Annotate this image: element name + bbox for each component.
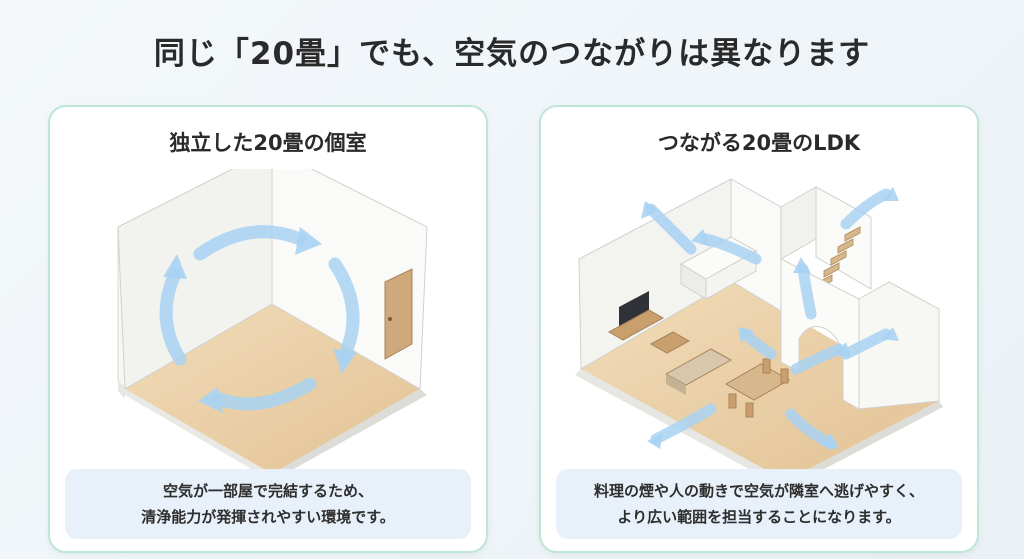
caption-line: 空気が一部屋で完結するため、 <box>162 482 373 500</box>
page-title: 同じ「20畳」でも、空気のつながりは異なります <box>153 36 871 72</box>
tv-stand <box>607 309 665 341</box>
panel-title-ldk: つながる20畳のLDK <box>657 131 861 155</box>
tv-screen <box>619 291 649 330</box>
caption-line: 料理の煙や人の動きで空気が隣室へ逃げやすく、 <box>593 482 924 500</box>
caption-line: より広い範囲を担当することになります。 <box>617 508 901 526</box>
panel-ldk: つながる20畳のLDK <box>539 105 979 553</box>
ldk-illustration <box>575 178 943 469</box>
caption-line: 清浄能力が発揮されやすい環境です。 <box>141 508 395 526</box>
sofa <box>664 348 733 386</box>
door <box>384 268 413 360</box>
caption-ldk: 料理の煙や人の動きで空気が隣室へ逃げやすく、 より広い範囲を担当することになりま… <box>556 469 962 539</box>
panel-title-private-room: 独立した20畳の個室 <box>169 131 367 155</box>
caption-private-room: 空気が一部屋で完結するため、 清浄能力が発揮されやすい環境です。 <box>65 469 471 539</box>
circulating-air-arrows <box>159 225 360 411</box>
arch-partition-wall <box>780 258 860 410</box>
ldk-right-wall <box>858 281 940 410</box>
dining-table <box>724 363 791 401</box>
dining-chairs <box>728 358 789 418</box>
panel-private-room: 独立した20畳の個室 <box>48 105 488 553</box>
private-room-illustration <box>117 169 428 469</box>
coffee-table <box>649 331 691 354</box>
room-floor <box>125 304 420 469</box>
